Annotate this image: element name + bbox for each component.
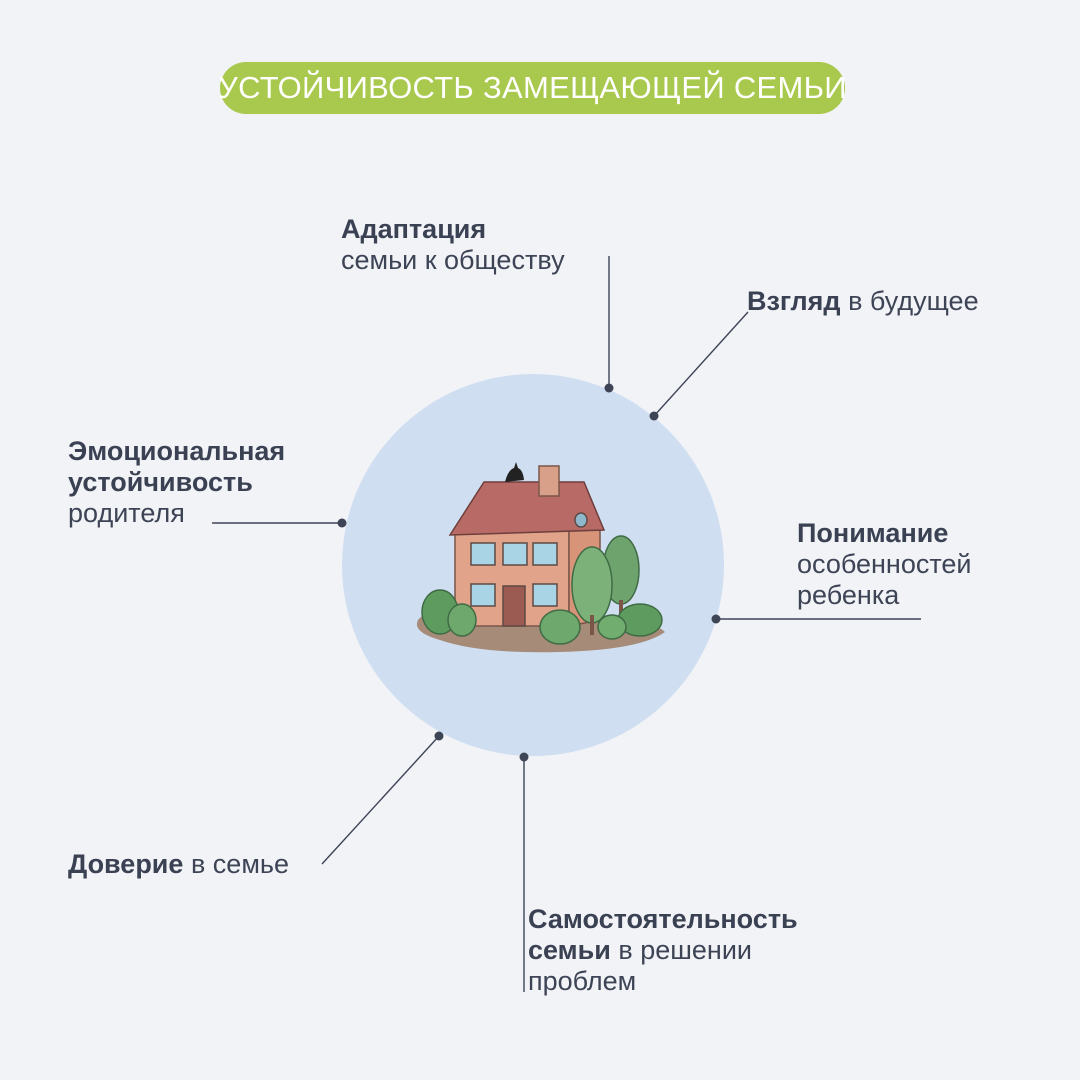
connector-trust [321,735,440,865]
dot-adaptation [604,383,614,393]
dot-understanding [711,614,721,624]
label-future: Взгляд в будущее [747,286,979,316]
dot-emotional [337,518,347,528]
label-trust: Доверие в семье [68,849,289,879]
label-adaptation: Адаптация семьи к обществу [341,214,565,275]
label-independence: Самостоятельность семьи в решении пробле… [528,904,798,996]
connector-future [653,311,749,417]
label-understanding: Понимание особенностей ребенка [797,518,972,610]
dot-trust [434,731,444,741]
dot-future [649,411,659,421]
dot-independence [519,752,529,762]
house-illustration [416,462,665,653]
diagram-title: УСТОЙЧИВОСТЬ ЗАМЕЩАЮЩЕЙ СЕМЬИ [218,62,847,114]
label-emotional: Эмоциональная устойчивость родителя [68,436,286,528]
